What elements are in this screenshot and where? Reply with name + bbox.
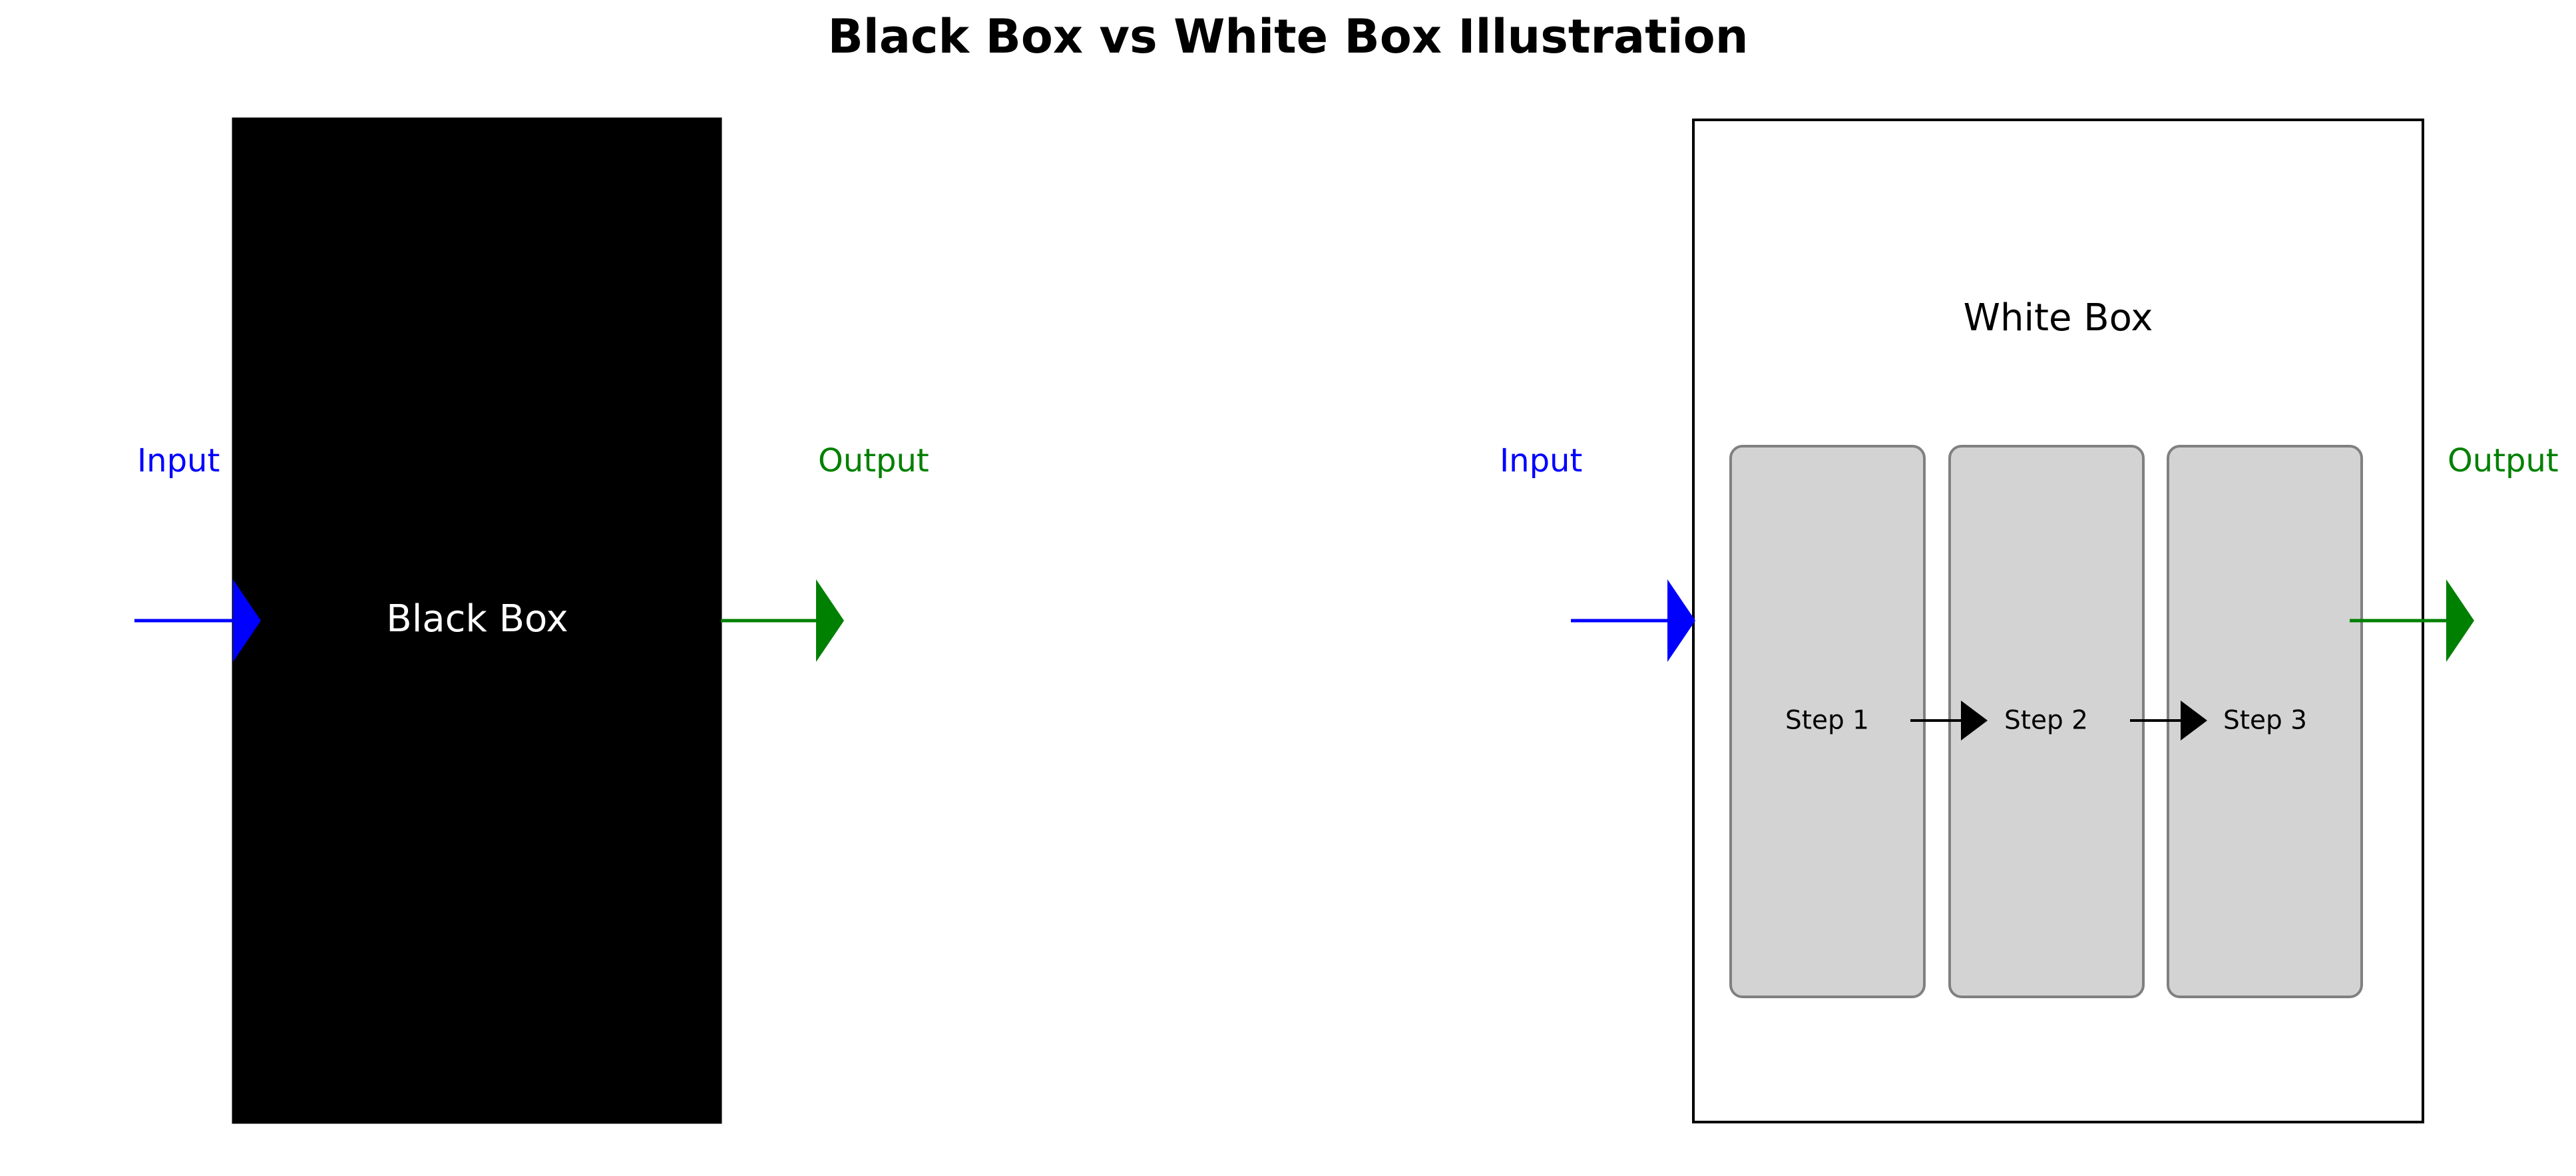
step-1-label: Step 1 [1785,705,1870,736]
step-3-label: Step 3 [2223,705,2308,736]
step-2-to-3-arrow-head [2181,701,2207,740]
white-box-output-arrow-head [2446,579,2474,662]
black-box-output-arrow-head [816,579,844,662]
step-2-label: Step 2 [2004,705,2089,736]
white-box-output-label: Output [2448,442,2559,479]
black-box-input-arrow-head [233,579,261,662]
white-box-label: White Box [1963,296,2153,340]
black-box-output-label: Output [818,442,929,479]
white-box-input-label: Input [1500,442,1583,479]
black-box-input-label: Input [137,442,220,479]
black-box-rect [232,117,722,1124]
black-box-label: Black Box [386,597,568,641]
step-1-to-2-arrow-head [1961,701,1988,740]
page-title: Black Box vs White Box Illustration [827,9,1749,64]
white-box-input-arrow-head [1667,579,1695,662]
